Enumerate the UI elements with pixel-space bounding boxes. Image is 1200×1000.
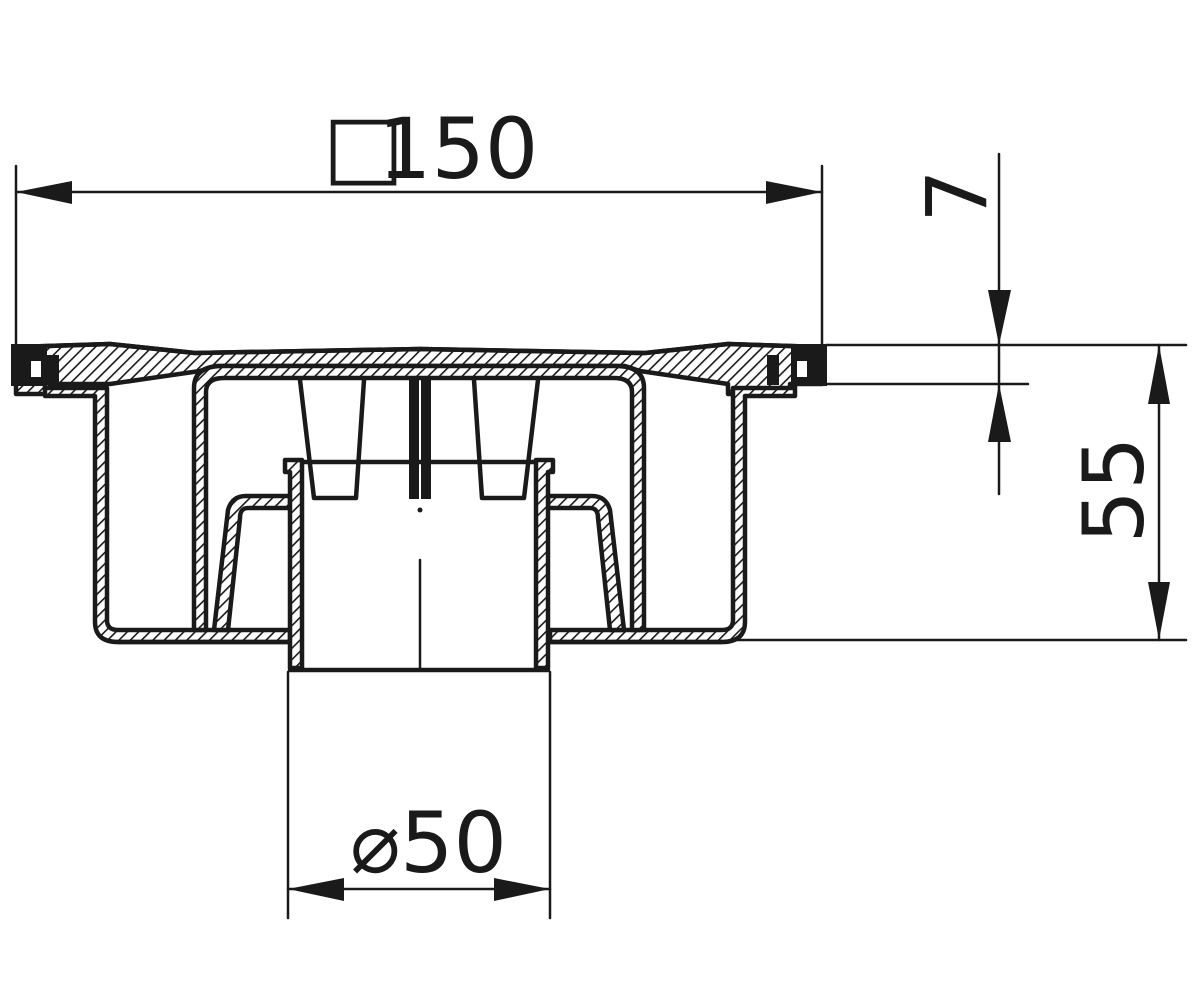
width-arrow-left [16,181,72,204]
trap-fin-right [471,377,541,501]
right-inner-cup [545,493,627,633]
flange-right-slot [795,359,809,379]
flange-arrow-top [988,290,1011,345]
total-height-arrow-bottom [1148,582,1170,640]
center-point [417,507,423,513]
total-height-dimension: 55 [720,343,1188,642]
grate-surface [13,341,825,356]
center-stem-left [409,377,419,499]
center-stem-right [421,377,431,499]
flange-left-post [47,355,59,385]
trap-fin-left [297,377,367,501]
outer-housing [42,377,293,645]
width-arrow-right [766,181,822,204]
outlet-arrow-left [288,878,344,901]
width-dimension: □ 150 [14,96,824,347]
flange-arrow-bottom [988,384,1011,442]
outlet-diameter-symbol: ⌀ [350,794,401,892]
total-height-arrow-top [1148,345,1170,404]
flange-height-value: 7 [908,169,1006,222]
flange-height-dimension: 7 [824,152,1188,496]
left-inner-cup [211,493,293,633]
outlet-diameter-value: 50 [400,794,507,892]
inner-bell [191,363,647,633]
flange-right-post [767,355,779,385]
outer-housing-right [547,377,798,645]
outlet-arrow-right [494,878,550,901]
width-symbol: □ [323,96,404,196]
flange-left-slot [29,359,43,379]
total-height-value: 55 [1065,437,1163,544]
drain-body [11,341,827,673]
outlet-diameter-dimension: ⌀ 50 [286,670,552,920]
width-value: 150 [378,100,538,198]
